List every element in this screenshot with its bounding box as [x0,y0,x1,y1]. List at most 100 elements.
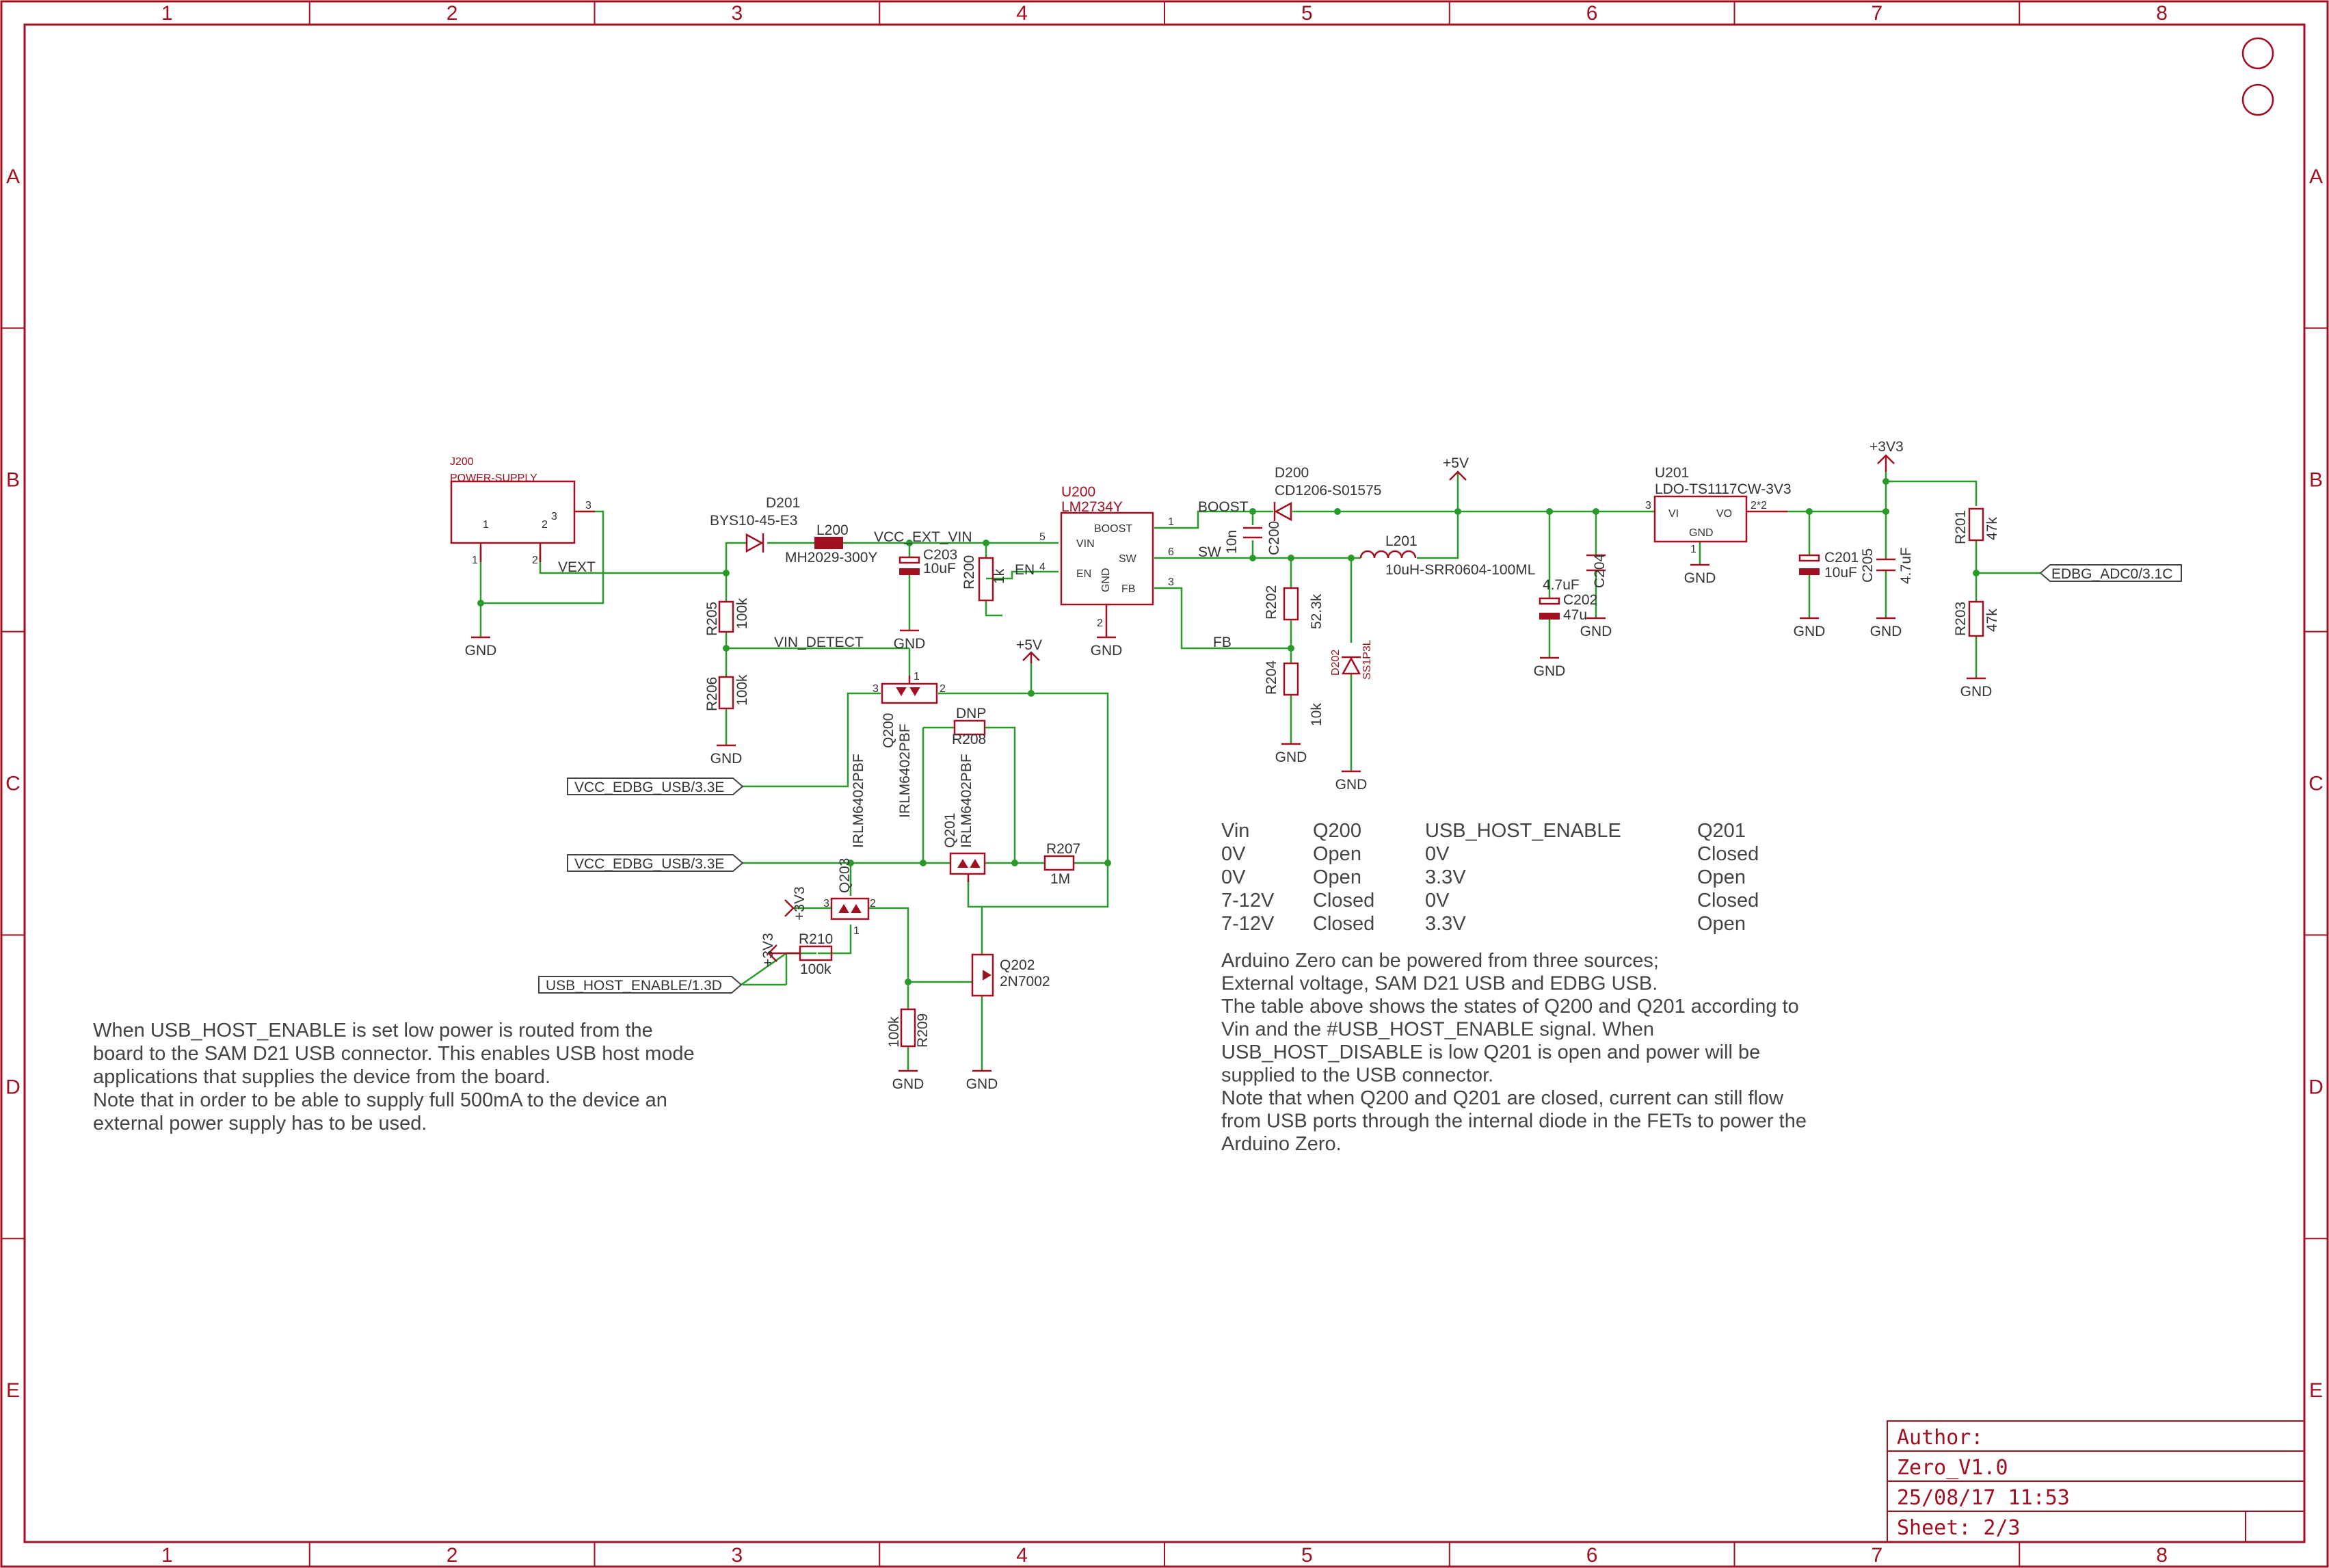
diode-d201: D201 BYS10-45-E3 [710,495,800,553]
q203-pin3: 3 [823,898,829,909]
q202-value: 2N7002 [1000,974,1050,989]
j200-ref: J200 [450,456,474,468]
c205-ref: C205 [1860,548,1876,583]
ground-symbol: GND [892,1069,924,1092]
u200-pin-en: EN [1076,568,1091,580]
ground-label: GND [966,1076,998,1092]
net-labels: VEXT VCC_EXT_VIN EN BOOST SW FB VIN_DETE… [558,499,1249,650]
r209-value: 100k [886,1016,902,1048]
row-label: D [5,1076,21,1098]
r201-ref: R201 [1953,510,1969,544]
u201-value: LDO-TS1117CW-3V3 [1655,481,1792,497]
q201-value: IRLM6402PBF [959,754,974,848]
r200-ref: R200 [961,555,977,589]
row-label: B [2309,469,2323,492]
l201-ref: L201 [1385,533,1418,549]
table-cell: Closed [1313,890,1374,912]
column-label: 2 [447,2,458,25]
net-en: EN [1015,562,1035,578]
port-vcc-edbg-1: VCC_EDBG_USB/3.3E [567,778,744,795]
table-cell: 3.3V [1425,913,1466,935]
u200-pin-gnd: GND [1100,568,1112,592]
r206-ref: R206 [704,677,720,711]
note-line: external power supply has to be used. [93,1113,427,1134]
capacitor-c200: 10n C200 [1224,521,1282,555]
capacitor-c202: C202 47u [1539,592,1597,623]
title-author: Author: [1897,1426,1983,1450]
r203-ref: R203 [1953,602,1969,636]
ground-label: GND [1960,684,1993,700]
column-label: 2 [447,1544,458,1567]
c203-ref: C203 [923,547,957,563]
resistor-r210: R210 100k [799,931,833,977]
c201-value: 10uF [1824,565,1857,581]
table-cell: Open [1313,843,1361,865]
supply-5v-mid: +5V [1016,637,1042,663]
r208-ref: R208 [952,732,986,747]
r202-ref: R202 [1264,585,1279,620]
q203-ref: Q203 [837,858,853,893]
resistor-r208: DNP R208 [952,706,986,747]
net-vin-detect: VIN_DETECT [774,635,864,650]
note-line: supplied to the USB connector. [1221,1065,1493,1087]
q203-pin1: 1 [853,925,860,937]
r206-value: 100k [734,674,750,706]
mosfet-q203: 3 2 1 Q203 IRLM6402PBF [823,754,876,937]
row-label: E [6,1379,20,1402]
ground-label: GND [1580,624,1612,639]
supply-3v3-top: +3V3 [1869,439,1904,472]
regulator-u200: U200 LM2734Y VIN BOOST SW EN GND FB 5 1 … [1039,484,1174,637]
q201-ref: Q201 [942,813,958,848]
c201-ref: C201 [1824,550,1859,566]
table-cell: 0V [1221,843,1246,865]
u200-pin-vin: VIN [1076,538,1095,550]
resistor-r205: R205 100k [704,598,750,636]
column-label: 4 [1016,1544,1028,1567]
note-line: External voltage, SAM D21 USB and EDBG U… [1221,973,1658,995]
ground-label: GND [1684,570,1716,586]
table-cell: 7-12V [1221,913,1275,935]
net-vcc-ext-vin: VCC_EXT_VIN [874,529,972,545]
note-line: USB_HOST_DISABLE is low Q201 is open and… [1221,1041,1760,1063]
capacitor-c204: 4.7uF C204 [1543,553,1608,593]
u201-pin-num-3: 3 [1645,500,1651,511]
d200-value: CD1206-S01575 [1275,483,1381,499]
supply-3v3-top-label: +3V3 [1869,439,1904,455]
j200-pin1-in: 1 [483,519,489,531]
j200-pin3-in: 3 [551,511,557,522]
table-cell: 3.3V [1425,866,1466,888]
d201-value: BYS10-45-E3 [710,513,797,529]
row-label: E [2309,1379,2323,1402]
ferrite-l200: L200 MH2029-300Y [785,522,877,566]
port-usb-host-enable: USB_HOST_ENABLE/1.3D [538,976,743,994]
row-label: C [5,773,21,795]
d202-value: SS1P3L [1361,639,1373,680]
l200-value: MH2029-300Y [785,550,877,566]
q203-value: IRLM6402PBF [851,754,866,848]
table-cell: 0V [1425,890,1450,912]
column-label: 8 [2156,2,2168,25]
table-cell: Open [1697,913,1746,935]
column-label: 6 [1586,2,1598,25]
ground-symbol: GND [894,629,925,652]
supply-3v3-a: +3V3 [784,886,808,920]
row-label: A [2309,165,2323,188]
note-line: The table above shows the states of Q200… [1221,996,1799,1018]
note-line: Note that when Q200 and Q201 are closed,… [1221,1087,1784,1109]
table-cell: Open [1697,866,1746,888]
ground-symbol: GND [1684,563,1716,586]
row-label: C [2308,773,2324,795]
j200-pin3-out: 3 [585,500,591,511]
u201-pin-num-2: 2*2 [1751,500,1767,511]
column-label: 4 [1016,2,1028,25]
table-cell: Closed [1697,843,1759,865]
note-line: Arduino Zero can be powered from three s… [1221,950,1659,972]
u200-pin-num-6: 6 [1168,546,1174,558]
table-header: Q201 [1697,820,1746,842]
r204-ref: R204 [1264,660,1279,695]
port-edbg-adc: EDBG_ADC0/3.1C [2039,564,2182,582]
capacitor-c203: C203 10uF [899,547,957,576]
c202-value: 47u [1563,607,1587,623]
